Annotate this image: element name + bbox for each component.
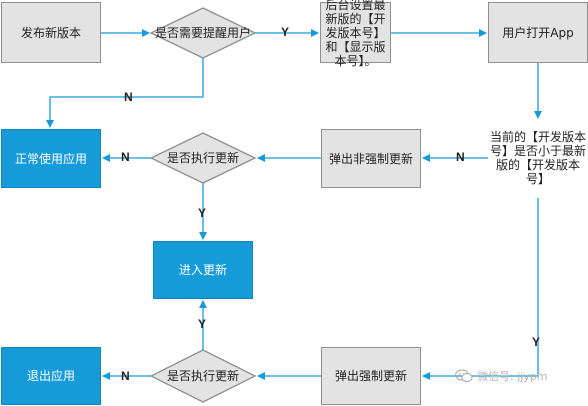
exit-app-box: 退出应用 [1, 347, 101, 405]
edge-label-y-prompt: Y [281, 25, 290, 39]
edge-label-n-version: N [456, 150, 465, 164]
user-open-box: 用户打开App [488, 2, 588, 63]
user-open-label: 用户打开App [502, 25, 574, 40]
diamond-exec-update-bottom [149, 349, 257, 403]
release-box: 发布新版本 [1, 2, 101, 63]
edge-label-y-version: Y [532, 335, 541, 349]
enter-update-label: 进入更新 [178, 263, 227, 277]
exec-update-top-decision: 是否执行更新 [151, 146, 255, 170]
exec-update-bottom-label: 是否执行更新 [166, 369, 239, 383]
need-prompt-label: 是否需要提醒用户 [154, 26, 251, 40]
watermark: 微信号: jjypm [455, 368, 548, 384]
force-popup-label: 弹出强制更新 [334, 369, 407, 383]
wechat-icon [455, 369, 473, 383]
edge-label-n-exec-bottom: N [121, 369, 130, 383]
backend-set-label: 后台设置最新版的【开发版本号】和【显示版本号】。 [325, 0, 386, 68]
version-check-label: 当前的【开发版本号】是否小于最新版的【开发版本号】 [490, 130, 587, 186]
force-popup-box: 弹出强制更新 [321, 347, 421, 405]
exec-update-top-label: 是否执行更新 [166, 151, 239, 165]
exec-update-bottom-decision: 是否执行更新 [151, 364, 255, 388]
version-check-decision: 当前的【开发版本号】是否小于最新版的【开发版本号】 [488, 128, 588, 188]
edge-label-y-exec-bottom: Y [198, 317, 207, 331]
need-prompt-decision: 是否需要提醒用户 [151, 12, 255, 54]
enter-update-box: 进入更新 [153, 241, 253, 299]
backend-set-box: 后台设置最新版的【开发版本号】和【显示版本号】。 [320, 0, 391, 68]
edge-label-y-exec-top: Y [198, 206, 207, 220]
non-force-popup-label: 弹出非强制更新 [328, 151, 413, 166]
non-force-popup-box: 弹出非强制更新 [321, 129, 421, 188]
edge-label-n-exec-top: N [121, 150, 130, 164]
watermark-text: 微信号: jjypm [477, 370, 548, 383]
release-label: 发布新版本 [20, 25, 81, 40]
normal-use-label: 正常使用应用 [14, 151, 87, 166]
exit-app-label: 退出应用 [26, 369, 75, 383]
edge-label-n-prompt: N [124, 90, 133, 104]
normal-use-box: 正常使用应用 [1, 129, 101, 188]
